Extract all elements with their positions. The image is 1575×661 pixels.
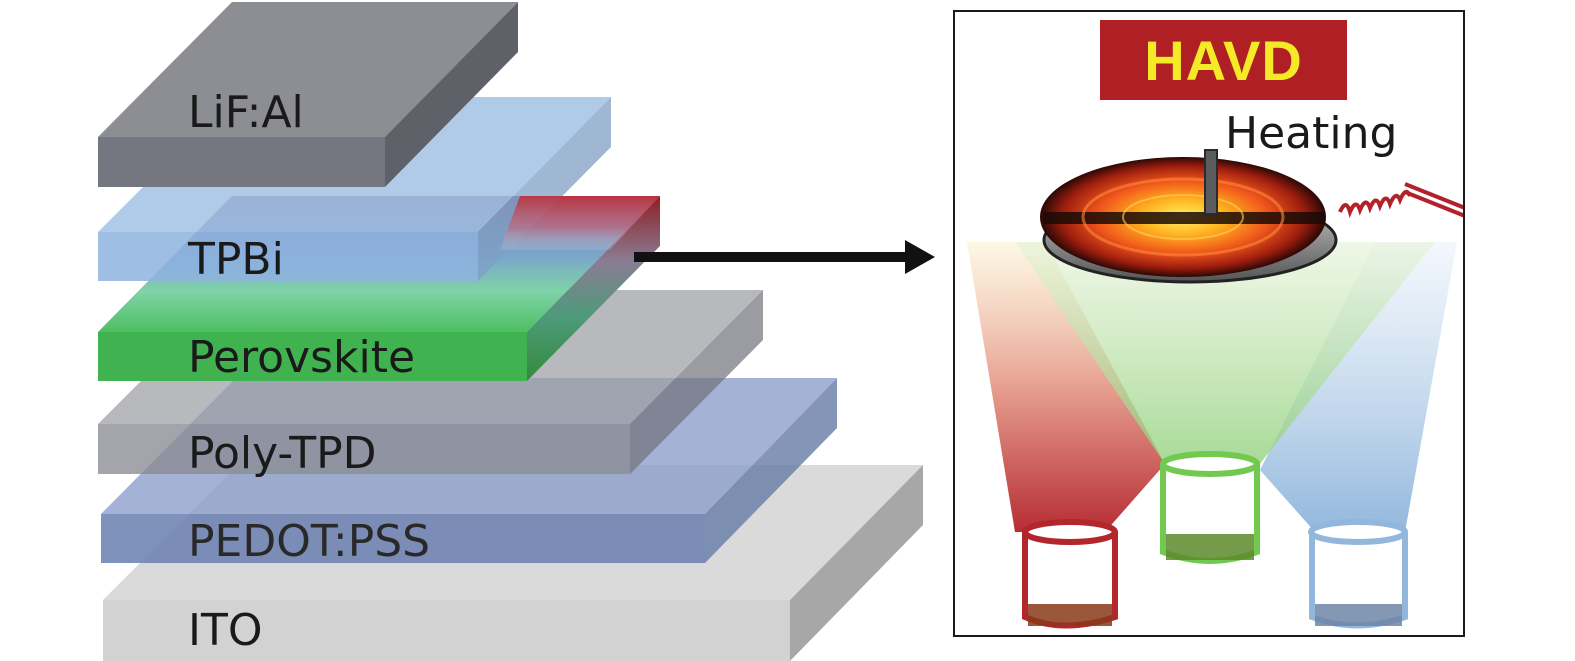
layer-label-perovskite: Perovskite <box>188 332 415 383</box>
crucible-red <box>1022 519 1118 629</box>
device-layer-stack: ITO PEDOT:PSS Poly-TPD Perovskite TPBi L… <box>98 2 923 661</box>
havd-title: HAVD <box>1144 28 1303 92</box>
havd-panel: HAVD Heating <box>953 10 1465 637</box>
havd-illustration <box>967 149 1463 629</box>
layer-label-ito: ITO <box>188 605 263 656</box>
vapor-beam-red <box>967 242 1165 532</box>
vapor-beam-blue <box>1260 242 1457 532</box>
vapor-beam-green <box>1015 242 1435 470</box>
havd-badge: HAVD <box>1100 20 1347 100</box>
layer-label-poly-tpd: Poly-TPD <box>188 428 377 479</box>
layer-lif-al: LiF:Al <box>98 2 518 187</box>
layer-label-pedot-pss: PEDOT:PSS <box>188 516 430 567</box>
crucible-blue <box>1308 519 1408 629</box>
heating-label: Heating <box>1225 108 1398 159</box>
crucible-green <box>1160 451 1260 564</box>
layer-label-lif-al: LiF:Al <box>188 87 304 138</box>
layer-label-tpbi: TPBi <box>187 234 284 285</box>
heating-coil-icon <box>1338 182 1463 218</box>
thermocouple-rod <box>1204 149 1218 215</box>
heating-plate <box>1040 149 1338 284</box>
